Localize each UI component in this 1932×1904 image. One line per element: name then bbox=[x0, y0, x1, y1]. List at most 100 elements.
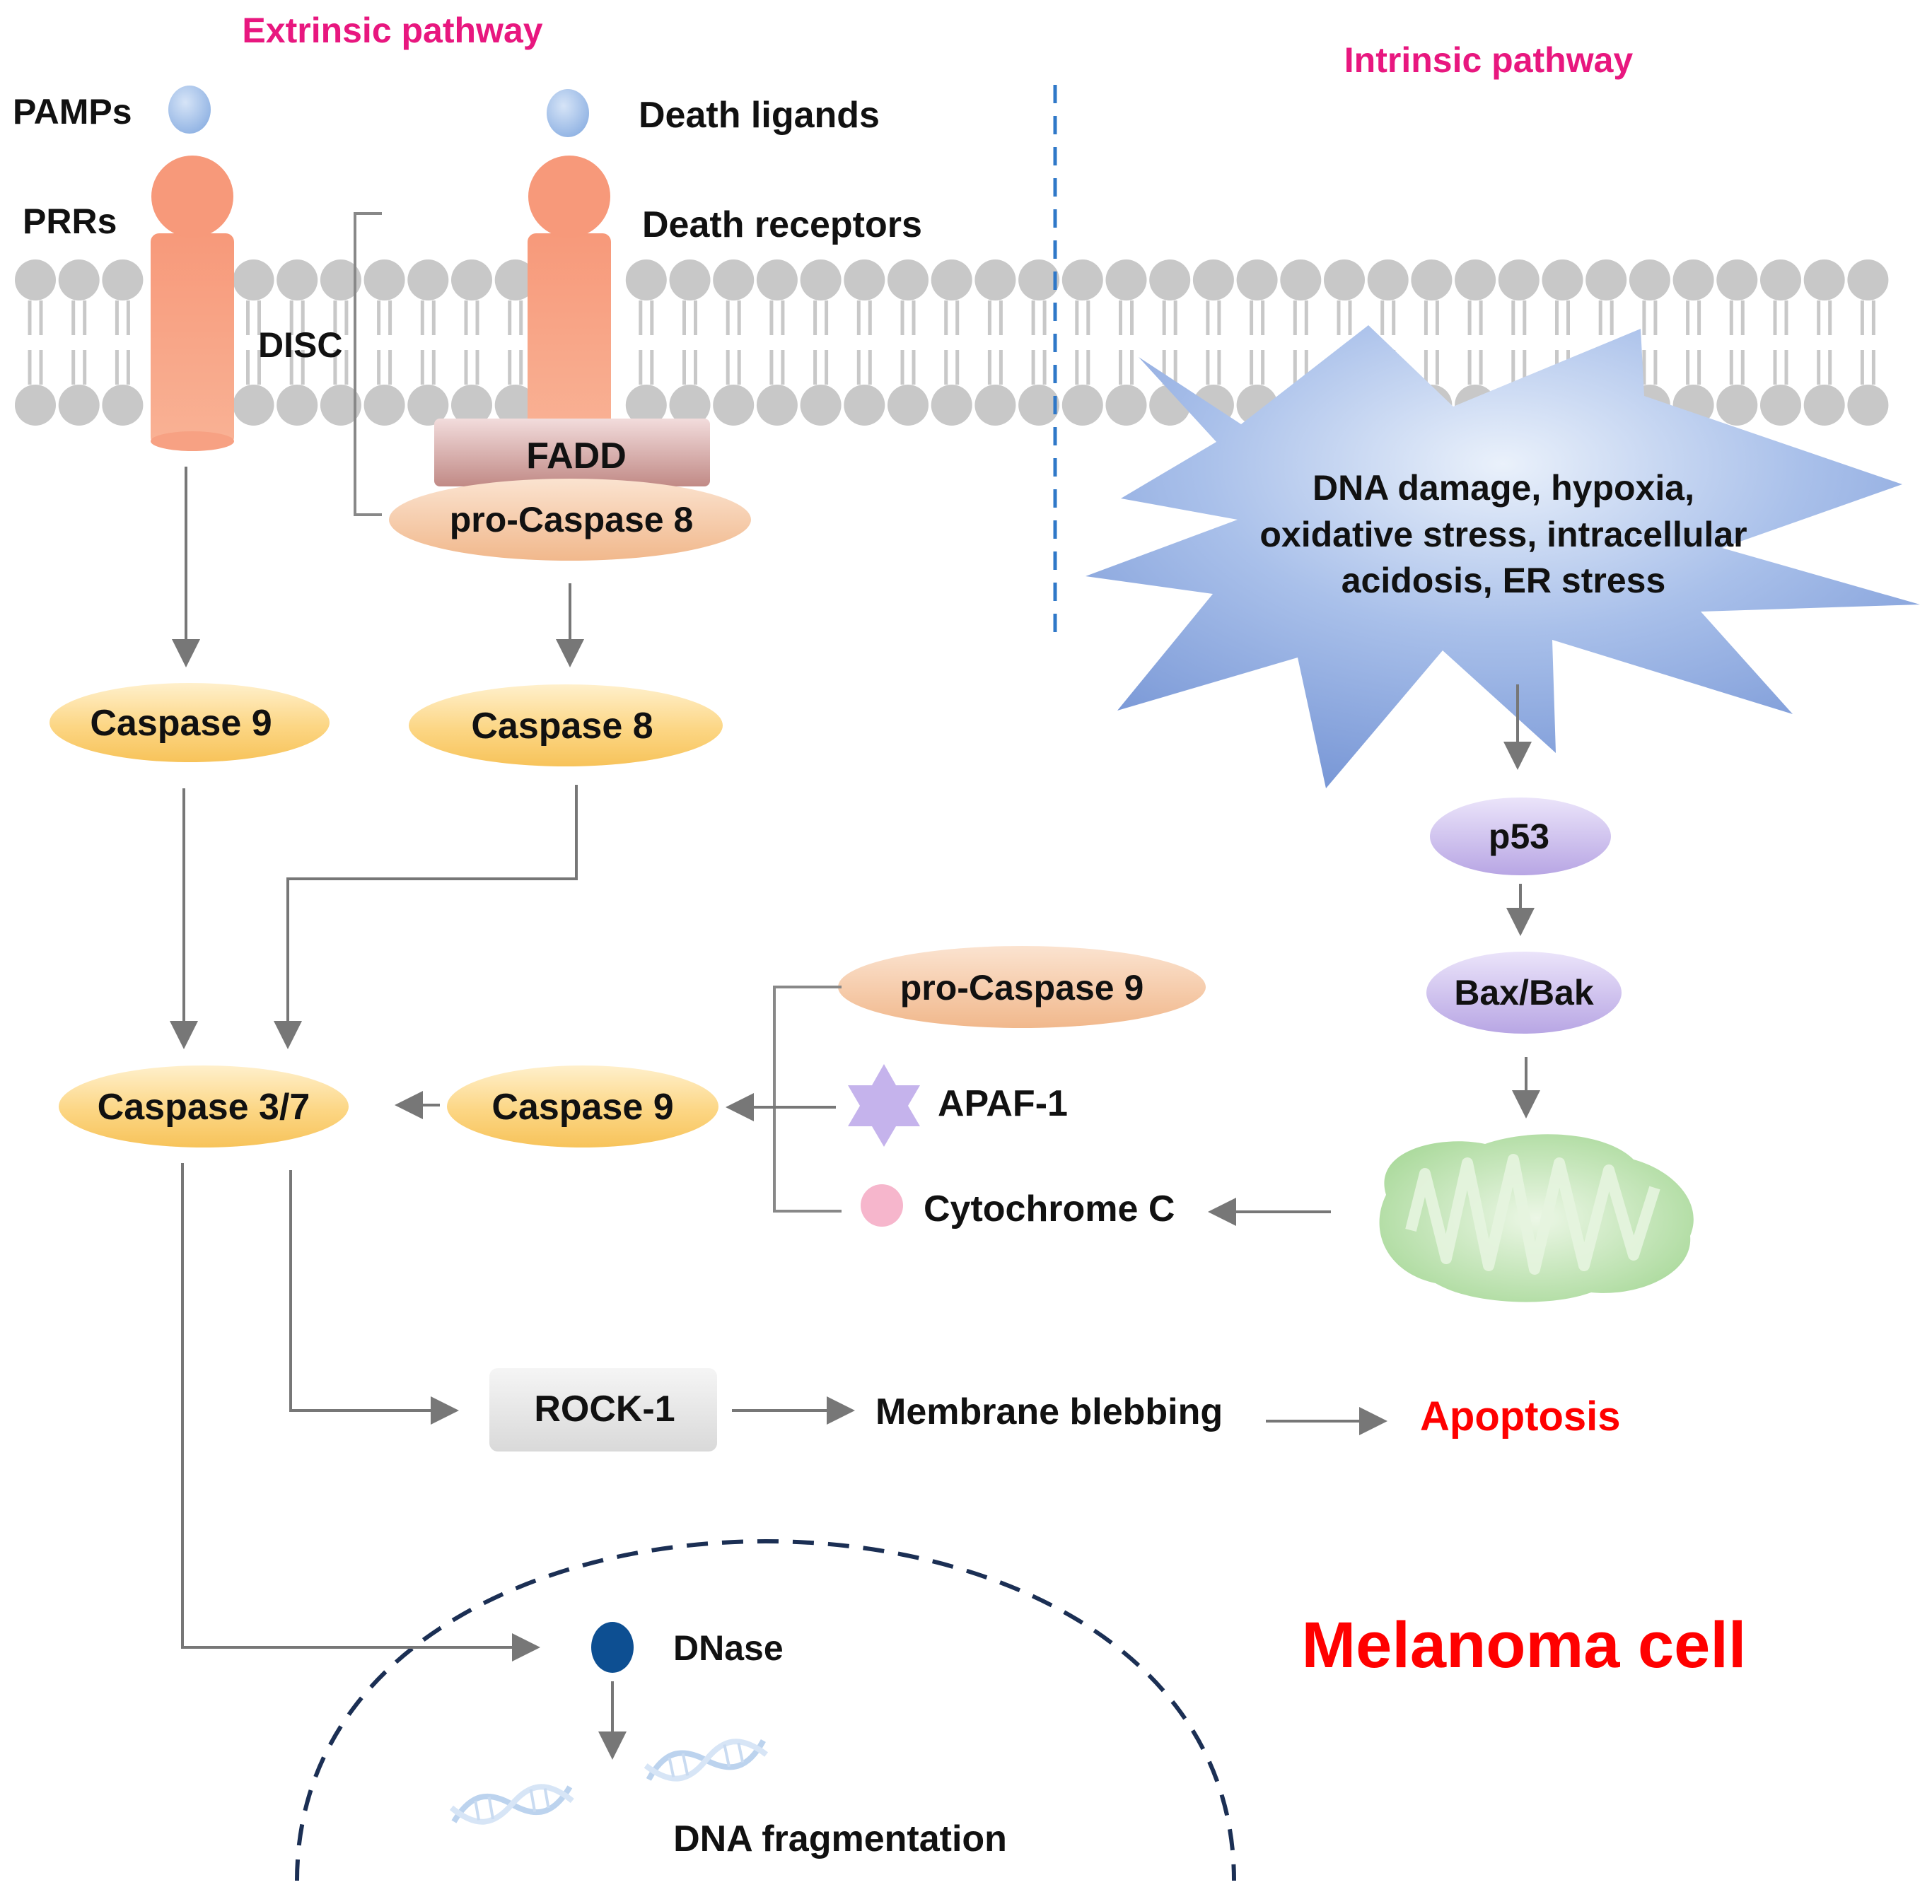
lipid-head bbox=[1105, 385, 1147, 426]
lipid-head bbox=[1192, 259, 1234, 300]
membrane-blebbing-label: Membrane blebbing bbox=[875, 1391, 1223, 1432]
lipid-head bbox=[1847, 259, 1889, 300]
prr-receptor-icon bbox=[151, 156, 234, 451]
lipid-head bbox=[1061, 385, 1103, 426]
lipid-head bbox=[625, 385, 667, 426]
melanoma-cell-label: Melanoma cell bbox=[1302, 1609, 1747, 1681]
caspase-9-mid-label: Caspase 9 bbox=[491, 1087, 673, 1128]
lipid-head bbox=[363, 385, 405, 426]
cytochrome-c-label: Cytochrome C bbox=[924, 1188, 1175, 1230]
disc-label: DISC bbox=[258, 325, 342, 365]
apaf-1-label: APAF-1 bbox=[938, 1083, 1068, 1124]
lipid-head bbox=[102, 385, 144, 426]
lipid-head bbox=[1716, 385, 1758, 426]
lipid-head bbox=[1803, 385, 1845, 426]
lipid-head bbox=[756, 259, 798, 300]
apoptosome-bracket bbox=[773, 986, 842, 1213]
lipid-head bbox=[407, 385, 449, 426]
caspase-3-7-label: Caspase 3/7 bbox=[98, 1087, 310, 1128]
pro-caspase-8-label: pro-Caspase 8 bbox=[450, 500, 694, 539]
lipid-head bbox=[669, 259, 711, 300]
caspase-9-mid-node bbox=[447, 1065, 718, 1147]
cytochrome-c-icon bbox=[861, 1184, 903, 1227]
prrs-label: PRRs bbox=[23, 202, 117, 241]
caspase-8-node bbox=[409, 684, 723, 766]
stress-text-line-3: acidosis, ER stress bbox=[1342, 561, 1666, 600]
lipid-head bbox=[1149, 259, 1191, 300]
lipid-head bbox=[974, 385, 1016, 426]
lipid-head bbox=[363, 259, 405, 300]
lipid-head bbox=[494, 259, 536, 300]
pro-caspase-9-node bbox=[838, 946, 1206, 1028]
dna-fragment-icon bbox=[449, 1784, 574, 1825]
arrow-caspase37-to-dnase bbox=[181, 1163, 540, 1661]
lipid-head bbox=[800, 259, 842, 300]
pamps-label: PAMPs bbox=[13, 92, 132, 132]
lipid-head bbox=[102, 259, 144, 300]
lipid-head bbox=[451, 385, 492, 426]
dnase-icon bbox=[591, 1622, 634, 1673]
rock-1-box bbox=[489, 1368, 717, 1452]
lipid-head bbox=[1716, 259, 1758, 300]
lipid-head bbox=[713, 385, 755, 426]
lipid-head bbox=[669, 385, 711, 426]
lipid-head bbox=[1760, 259, 1801, 300]
lipid-head bbox=[974, 259, 1016, 300]
intrinsic-pathway-title: Intrinsic pathway bbox=[1344, 40, 1634, 80]
dna-fragmentation-label: DNA fragmentation bbox=[673, 1818, 1007, 1859]
pro-caspase-8-node bbox=[389, 479, 751, 561]
lipid-head bbox=[888, 259, 929, 300]
cellular-stress-star bbox=[1086, 325, 1920, 788]
lipid-head bbox=[233, 385, 274, 426]
lipid-head bbox=[1542, 259, 1583, 300]
pro-caspase-9-label: pro-Caspase 9 bbox=[900, 968, 1144, 1008]
p53-node bbox=[1430, 798, 1611, 875]
lipid-head bbox=[1847, 385, 1889, 426]
death-ligands-label: Death ligands bbox=[639, 95, 880, 136]
nucleus-boundary bbox=[295, 1539, 1236, 1881]
lipid-head bbox=[844, 259, 885, 300]
caspase-9-left-node bbox=[50, 683, 330, 762]
lipid-head bbox=[494, 385, 536, 426]
lipid-head bbox=[1411, 259, 1453, 300]
lipid-head bbox=[15, 385, 56, 426]
lipid-head bbox=[756, 385, 798, 426]
lipid-head bbox=[1760, 385, 1801, 426]
lipid-head bbox=[1061, 259, 1103, 300]
p53-label: p53 bbox=[1489, 817, 1549, 856]
lipid-head bbox=[277, 385, 318, 426]
lipid-head bbox=[931, 385, 972, 426]
lipid-head bbox=[1236, 259, 1278, 300]
lipid-head bbox=[277, 259, 318, 300]
pamp-ligand-icon bbox=[168, 86, 211, 134]
fadd-box bbox=[434, 419, 710, 486]
lipid-head bbox=[1498, 259, 1540, 300]
bax-bak-label: Bax/Bak bbox=[1454, 973, 1594, 1012]
bax-bak-node bbox=[1426, 952, 1622, 1034]
lipid-head bbox=[15, 259, 56, 300]
lipid-head bbox=[407, 259, 449, 300]
dna-fragment-icon bbox=[644, 1739, 769, 1782]
lipid-head bbox=[58, 259, 100, 300]
death-ligand-icon bbox=[547, 89, 589, 137]
lipid-head bbox=[1105, 259, 1147, 300]
lipid-head bbox=[1629, 259, 1670, 300]
lipid-head bbox=[1280, 259, 1322, 300]
disc-bracket bbox=[354, 212, 382, 516]
stress-text-line-1: DNA damage, hypoxia, bbox=[1313, 468, 1694, 508]
lipid-head bbox=[1367, 259, 1409, 300]
fadd-label: FADD bbox=[526, 436, 627, 477]
lipid-head bbox=[1018, 385, 1060, 426]
lipid-head bbox=[1803, 259, 1845, 300]
caspase-8-label: Caspase 8 bbox=[471, 706, 653, 747]
arrow-caspase8-to-caspase37 bbox=[274, 785, 578, 1049]
arrow-caspase37-to-rock1 bbox=[289, 1170, 459, 1425]
lipid-head bbox=[58, 385, 100, 426]
lipid-head bbox=[625, 259, 667, 300]
lipid-head bbox=[800, 385, 842, 426]
lipid-head bbox=[320, 385, 361, 426]
death-receptors-label: Death receptors bbox=[642, 204, 922, 245]
apoptosis-label: Apoptosis bbox=[1420, 1394, 1621, 1439]
mitochondrion-icon bbox=[1379, 1134, 1694, 1302]
